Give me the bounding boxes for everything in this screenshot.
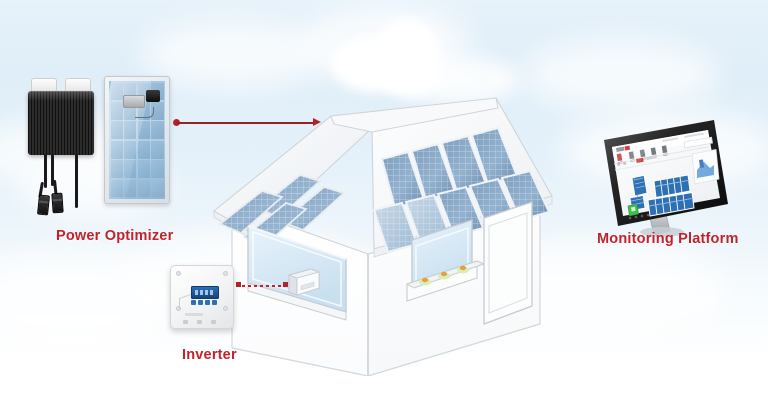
pv-cell (137, 160, 150, 179)
inverter-port (183, 320, 188, 324)
inverter-button-row[interactable] (191, 300, 217, 305)
cloud-shape (520, 40, 720, 110)
solar-panel-with-optimizer[interactable] (104, 76, 170, 204)
roof-panel (500, 169, 551, 222)
optimizer-cable (44, 154, 47, 188)
pv-cell (124, 160, 137, 179)
pv-cell (110, 140, 123, 159)
label-inverter: Inverter (182, 347, 237, 363)
pv-cell (110, 82, 123, 101)
window-left (247, 225, 347, 321)
panel-junction-box (122, 94, 145, 108)
pv-cell (151, 160, 164, 179)
roof-panel (372, 201, 419, 254)
pv-cell (124, 179, 137, 198)
optimizer-cable (51, 154, 54, 186)
monitor-svg (604, 120, 728, 237)
pv-cell (110, 121, 123, 140)
dashboard-panel-array (647, 191, 695, 217)
pv-cell (151, 140, 164, 159)
pv-cell (110, 101, 123, 120)
inverter-button[interactable] (198, 300, 203, 305)
mount-screw (176, 306, 181, 311)
inverter-port (197, 320, 202, 324)
house-door (483, 201, 533, 325)
roof-array-right (372, 126, 551, 254)
panel-wire (135, 107, 155, 119)
flower-bloom (440, 271, 448, 277)
house-base-line (231, 323, 541, 376)
dashboard-subtoolbar (617, 155, 657, 166)
house-illustration (196, 86, 566, 376)
cloud-shape (140, 20, 330, 90)
screen-glare (612, 141, 648, 216)
inverter-button[interactable] (212, 300, 217, 305)
pv-cell (151, 179, 164, 198)
dashboard-panel-array (653, 174, 691, 199)
optimizer-cable (75, 154, 78, 208)
mc4-connector (36, 194, 51, 216)
connector-arrow-icon (313, 118, 321, 126)
dashboard-ui (612, 130, 720, 217)
pv-cell (124, 121, 137, 140)
dashboard-status-indicator (627, 203, 639, 217)
connector-line (177, 122, 315, 124)
mount-screw (223, 271, 228, 276)
pv-cell (137, 121, 150, 140)
pv-cell (110, 160, 123, 179)
connector-optimizer-to-roof (173, 118, 321, 128)
inverter-device[interactable] (170, 265, 234, 329)
inverter-button[interactable] (191, 300, 196, 305)
cloud-shape (0, 250, 180, 350)
dashboard-panel-block (631, 175, 648, 197)
roof-ridge (330, 97, 499, 133)
flower-bloom (459, 265, 467, 271)
label-power-optimizer: Power Optimizer (56, 228, 174, 244)
pv-cell (124, 140, 137, 159)
gateway-svg (288, 268, 320, 296)
attached-optimizer-icon (145, 89, 160, 102)
inverter-lcd-display (191, 286, 219, 299)
label-monitoring-platform: Monitoring Platform (597, 231, 739, 247)
connector-endpoint-square (283, 282, 288, 287)
inverter-port (211, 320, 216, 324)
roof-panel (218, 190, 284, 235)
power-optimizer-device[interactable] (28, 78, 94, 216)
pv-cell (137, 140, 150, 159)
flower-bloom (421, 277, 429, 283)
dashboard-logo-accent (624, 145, 631, 151)
cloud-shape (400, 56, 520, 104)
connector-dashed-line (242, 284, 282, 287)
house-svg (213, 97, 553, 376)
mount-screw (223, 306, 228, 311)
connector-inverter-to-gateway (236, 281, 288, 290)
connector-start-dot (173, 119, 180, 126)
optimizer-mount-tab-right (65, 78, 91, 95)
pv-cell (137, 179, 150, 198)
inverter-button[interactable] (205, 300, 210, 305)
dashboard-side-widget (691, 149, 720, 185)
roof-panel (280, 185, 346, 232)
pv-cell (151, 101, 164, 120)
monitoring-platform-monitor[interactable] (596, 118, 734, 238)
inverter-vent (179, 293, 191, 310)
pv-cell (110, 179, 123, 198)
dashboard-logo (616, 146, 625, 152)
dashboard-search-input (683, 136, 714, 149)
optimizer-housing (28, 91, 94, 155)
monitor-bezel-controls (628, 213, 650, 220)
mc4-connector (51, 192, 64, 214)
pv-cell (151, 121, 164, 140)
mount-screw (176, 271, 181, 276)
inverter-brand-strip (185, 313, 203, 316)
connector-endpoint-square (236, 282, 241, 287)
optimizer-mount-tab-left (31, 78, 57, 95)
gateway-device[interactable] (287, 267, 321, 297)
